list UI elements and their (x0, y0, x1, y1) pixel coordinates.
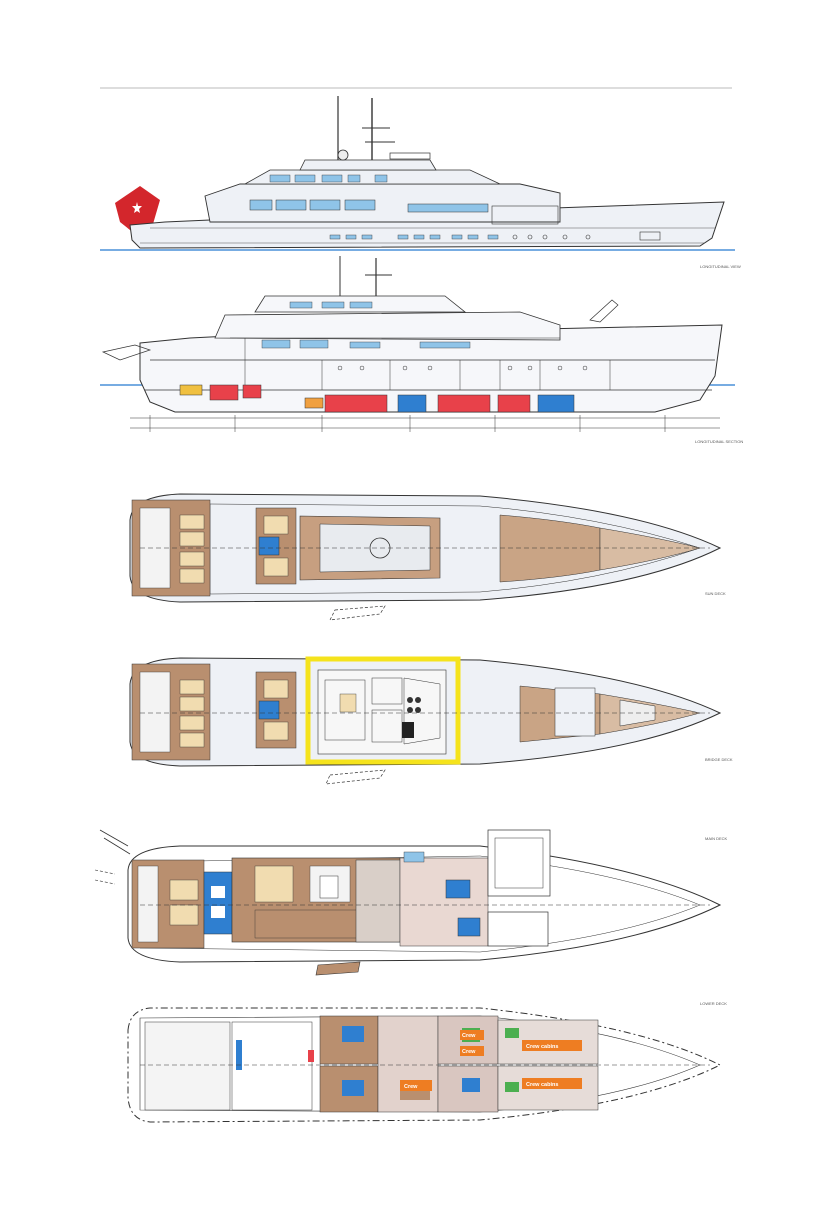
section-caption: LONGITUDINAL SECTION (695, 439, 743, 444)
sun-deck-plan: SUN DECK (129, 493, 726, 621)
svg-text:Crew cabins: Crew cabins (526, 1044, 558, 1050)
wheelhouse-highlight (305, 656, 461, 765)
svg-text:Crew: Crew (404, 1084, 418, 1090)
crew-label: Crew (460, 1046, 484, 1056)
jacuzzi-icon (258, 536, 280, 556)
bridge-deck-caption: BRIDGE DECK (705, 757, 733, 762)
lower-deck-plan: Crew Crew Crew cabins Crew Crew cabins L… (127, 1001, 727, 1123)
main-deck-plan: MAIN DECK (94, 829, 728, 976)
exterior-caption: LONGITUDINAL VIEW (700, 264, 741, 269)
crew-cabins-label: Crew cabins (522, 1040, 582, 1051)
exterior-profile-drawing: LONGITUDINAL VIEW (100, 96, 741, 269)
crew-label: Crew (400, 1080, 432, 1091)
crew-cabins-label: Crew cabins (522, 1078, 582, 1089)
lower-deck-caption: LOWER DECK (700, 1001, 727, 1006)
main-deck-caption: MAIN DECK (705, 836, 728, 841)
crew-label: Crew (460, 1030, 484, 1040)
sun-deck-caption: SUN DECK (705, 591, 726, 596)
svg-text:Crew cabins: Crew cabins (526, 1082, 558, 1088)
bridge-deck-plan: BRIDGE DECK (129, 656, 733, 785)
svg-text:Crew: Crew (462, 1033, 476, 1039)
section-profile-drawing: LONGITUDINAL SECTION (100, 256, 743, 444)
svg-text:Crew: Crew (462, 1049, 476, 1055)
